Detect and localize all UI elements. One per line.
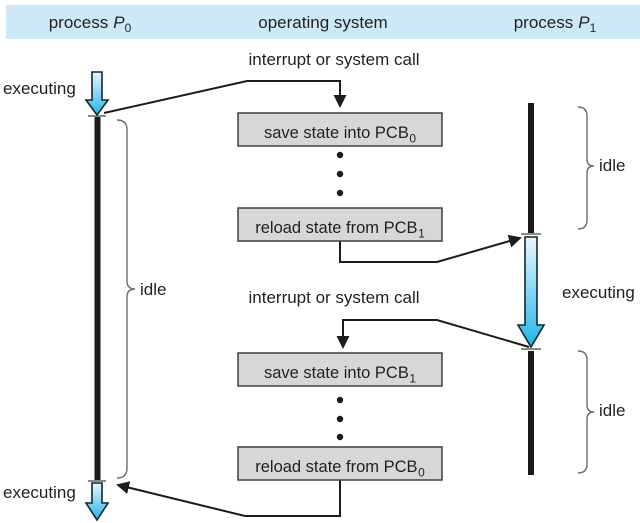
label-idle-p0: idle: [140, 280, 166, 299]
box-save-pcb0-rect: [237, 112, 443, 147]
process-p1-subscript: 1: [590, 21, 597, 35]
box-reload-pcb0-text: reload state from PCB: [255, 458, 417, 476]
label-executing-p0-bottom: executing: [3, 483, 76, 502]
box-reload-pcb0: reload state from PCB0: [237, 446, 443, 481]
label-executing-p1: executing: [562, 283, 635, 302]
executing-arrow-p0-top-icon: [84, 71, 110, 117]
flow-arrow-p1-to-save-pcb1: [336, 319, 530, 349]
ellipsis-dots-bottom: [336, 396, 344, 441]
box-reload-pcb1-text: reload state from PCB: [255, 219, 417, 237]
flow-arrow-reload-pcb1-to-p1: [339, 234, 522, 263]
header-bar: [6, 5, 640, 39]
box-reload-pcb0-rect: [237, 446, 443, 481]
box-save-pcb1: save state into PCB1: [237, 352, 443, 387]
process-p0-subscript: 0: [125, 21, 132, 35]
box-reload-pcb1-label: reload state from PCB1: [255, 219, 425, 241]
header-label-operating-system: operating system: [258, 13, 387, 32]
label-idle-p1-top: idle: [599, 156, 625, 175]
ellipsis-dots-top: [336, 151, 344, 197]
executing-arrow-p1-icon: [516, 236, 546, 349]
box-save-pcb0-subscript: 0: [409, 132, 416, 146]
box-save-pcb1-label: save state into PCB1: [264, 364, 416, 386]
label-interrupt-top: interrupt or system call: [249, 50, 420, 69]
process-p1-prefix: process: [514, 13, 574, 32]
box-reload-pcb1: reload state from PCB1: [237, 207, 443, 242]
box-save-pcb1-subscript: 1: [409, 372, 416, 386]
process-p0-symbol: P: [113, 13, 125, 32]
box-reload-pcb0-subscript: 0: [418, 466, 425, 480]
process-p1-symbol: P: [578, 13, 590, 32]
process-p0-prefix: process: [49, 13, 109, 32]
idle-brace-p1-top: [577, 106, 595, 230]
executing-arrow-p0-bottom-icon: [84, 482, 110, 522]
label-interrupt-bottom: interrupt or system call: [249, 288, 420, 307]
box-reload-pcb1-subscript: 1: [418, 227, 425, 241]
flow-arrow-p0-to-save-pcb0: [103, 80, 347, 114]
box-save-pcb0-text: save state into PCB: [264, 124, 409, 142]
label-executing-p0-top: executing: [3, 79, 76, 98]
box-save-pcb0-label: save state into PCB0: [264, 124, 416, 146]
timeline-p1-lower-bar: [528, 351, 534, 475]
flow-arrow-reload-pcb0-to-p0: [116, 480, 341, 517]
timeline-p0-bar: [94, 117, 101, 481]
box-reload-pcb1-rect: [237, 207, 443, 242]
box-save-pcb1-rect: [237, 352, 443, 387]
box-save-pcb1-text: save state into PCB: [264, 364, 409, 382]
label-idle-p1-bottom: idle: [599, 401, 625, 420]
idle-brace-p1-bottom: [577, 350, 595, 474]
idle-brace-p0: [116, 119, 136, 479]
timeline-p1-upper-bar: [528, 103, 534, 233]
box-save-pcb0: save state into PCB0: [237, 112, 443, 147]
box-reload-pcb0-label: reload state from PCB0: [255, 458, 425, 480]
